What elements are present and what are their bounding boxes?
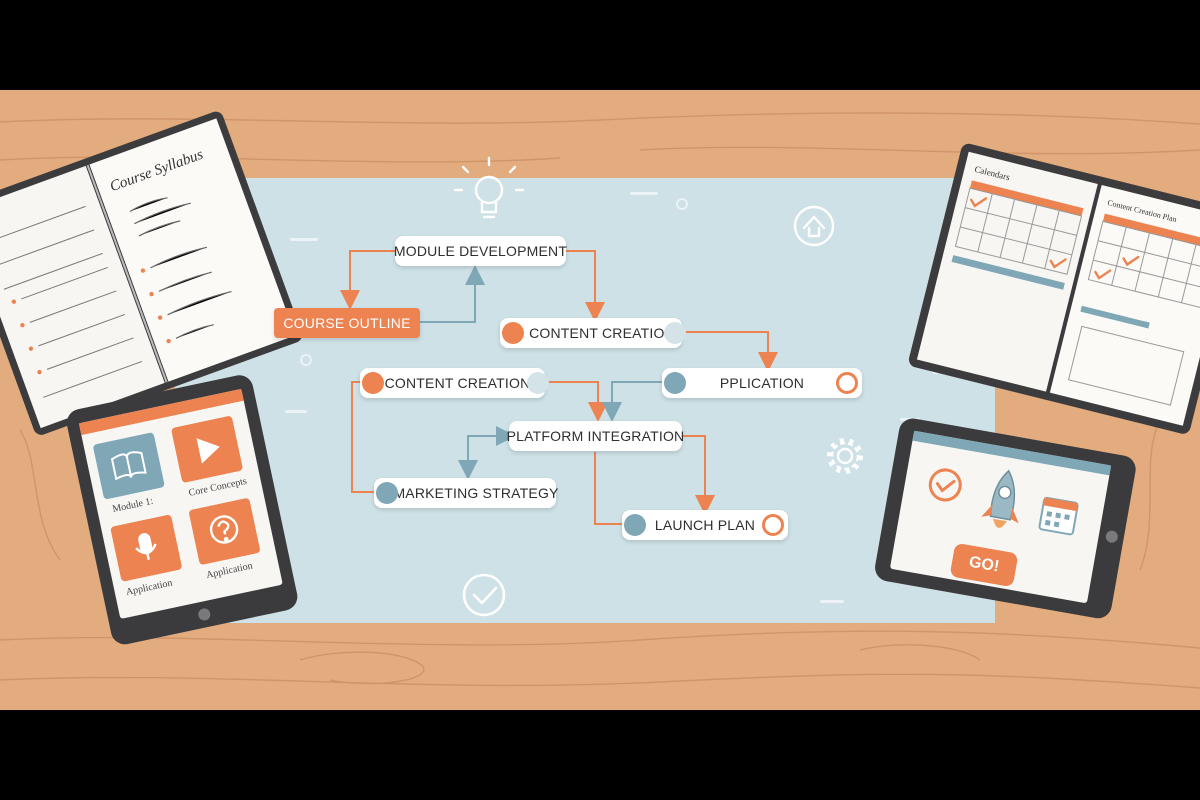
status-dot	[362, 372, 384, 394]
content-planner: Calendars Content Creation Plan	[908, 143, 1200, 434]
book-icon	[110, 451, 147, 481]
course-tablet-left: Module 1: Core Concepts Application Appl…	[66, 375, 298, 645]
rocket-icon	[981, 469, 1019, 528]
node-label: LAUNCH PLAN	[654, 517, 756, 533]
microphone-icon	[135, 533, 157, 561]
go-label: GO!	[967, 553, 1001, 576]
node-pplication[interactable]: PPLICATION	[662, 368, 862, 398]
wood-grain	[0, 112, 1200, 689]
connector-module-to-content	[566, 250, 605, 322]
checkmark-icon	[462, 573, 506, 617]
node-label: CONTENT CREATION	[529, 325, 675, 341]
status-dot	[502, 322, 524, 344]
node-module-development[interactable]: MODULE DEVELOPMENT	[393, 236, 568, 266]
upload-icon	[793, 205, 835, 247]
calendar-icon	[1038, 496, 1079, 536]
connector-application-to-platform	[602, 381, 662, 422]
gear-icon	[827, 438, 863, 474]
status-dot	[527, 372, 549, 394]
status-ring	[762, 514, 784, 536]
status-dot	[664, 322, 686, 344]
board-decor	[285, 192, 942, 603]
node-content-creation-mid[interactable]: CONTENT CREATION	[360, 368, 549, 398]
node-platform-integration[interactable]: PLATFORM INTEGRATION	[506, 421, 685, 451]
connector-platform-to-launch-left	[594, 452, 622, 525]
play-icon	[196, 438, 220, 464]
launch-tablet-right	[875, 418, 1136, 619]
node-content-creation-top[interactable]: CONTENT CREATION	[500, 318, 686, 348]
node-marketing-strategy[interactable]: MARKETING STRATEGY	[374, 478, 559, 508]
connector-outline-to-module	[420, 265, 485, 323]
letterbox-top	[0, 0, 1200, 90]
connector-content-to-marketing	[351, 381, 376, 493]
question-icon	[209, 515, 239, 544]
course-syllabus-notebook: Course Syllabus	[0, 111, 303, 435]
node-label: PPLICATION	[719, 375, 805, 391]
connector-content-to-platform	[545, 381, 608, 422]
node-label: MODULE DEVELOPMENT	[393, 243, 568, 259]
flowchart-board	[175, 178, 995, 623]
connector-content-to-application	[682, 331, 778, 372]
node-launch-plan[interactable]: LAUNCH PLAN	[622, 510, 788, 540]
lightbulb-icon	[453, 156, 525, 219]
node-label: MARKETING STRATEGY	[393, 485, 559, 501]
status-dot	[624, 514, 646, 536]
node-label: PLATFORM INTEGRATION	[506, 428, 685, 444]
connector-module-to-outline	[340, 250, 395, 310]
launch-check-icon	[928, 468, 962, 502]
node-label: CONTENT CREATION	[384, 375, 531, 391]
status-dot	[376, 482, 398, 504]
node-course-outline[interactable]: COURSE OUTLINE	[274, 308, 420, 338]
node-label: COURSE OUTLINE	[283, 315, 411, 331]
status-ring	[836, 372, 858, 394]
letterbox-bottom	[0, 710, 1200, 800]
connector-platform-to-launch	[682, 435, 715, 515]
flow-connectors	[340, 250, 778, 525]
status-dot	[664, 372, 686, 394]
